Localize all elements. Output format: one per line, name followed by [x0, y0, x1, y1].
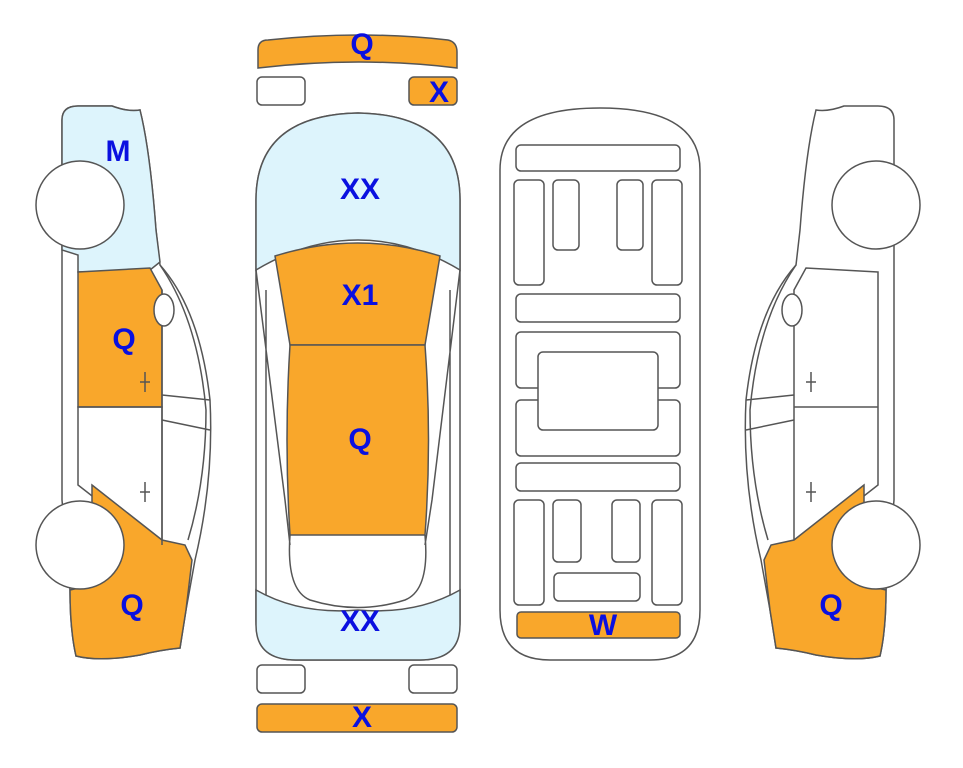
right-taillight[interactable]	[408, 664, 458, 694]
windshield[interactable]	[274, 242, 441, 346]
label-left-front-fender: M	[105, 135, 131, 168]
label-right-rear-quarter: Q	[819, 589, 843, 622]
label-underside-rear-panel: W	[588, 609, 618, 642]
front-bumper[interactable]	[257, 34, 458, 69]
right-side-view	[744, 105, 921, 660]
label-left-front-door: Q	[112, 323, 136, 356]
label-left-rear-quarter: Q	[120, 589, 144, 622]
left-mirror	[153, 293, 175, 327]
label-trunk: XX	[339, 605, 381, 638]
rear-bumper[interactable]	[256, 703, 458, 733]
left-side-view	[35, 105, 212, 660]
underside-rear-panel[interactable]	[516, 611, 681, 639]
label-right-headlight: X	[428, 76, 450, 109]
right-headlight[interactable]	[408, 76, 458, 106]
left-front-wheel	[35, 160, 125, 250]
label-windshield: X1	[341, 279, 379, 312]
label-front-bumper: Q	[350, 28, 374, 61]
label-hood: XX	[339, 173, 381, 206]
trunk[interactable]	[255, 588, 461, 661]
label-roof: Q	[348, 423, 372, 456]
top-view	[255, 34, 461, 733]
underside-view	[499, 107, 701, 661]
left-headlight[interactable]	[256, 76, 306, 106]
label-rear-bumper: X	[351, 701, 373, 734]
hood[interactable]	[255, 112, 461, 272]
left-taillight[interactable]	[256, 664, 306, 694]
left-rear-wheel	[35, 500, 125, 590]
door-handle-icon	[140, 372, 150, 502]
